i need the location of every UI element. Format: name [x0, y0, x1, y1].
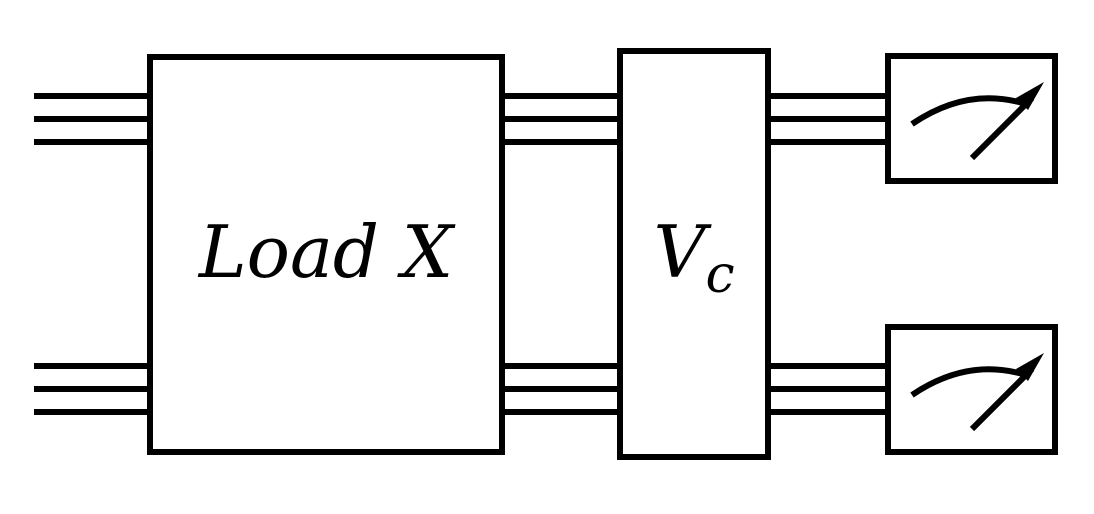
load-block-label: Load X: [197, 210, 456, 294]
vc-label-sub: c: [705, 245, 734, 305]
vc-label-main: V: [653, 210, 712, 294]
meter-bottom: [885, 324, 1058, 455]
input-bus-bottom: [34, 363, 150, 415]
vc-block: Vc: [617, 48, 771, 460]
load-block: Load X: [147, 54, 505, 455]
input-bus-top: [34, 93, 150, 145]
meter-icon: [910, 82, 1044, 161]
vc-block-label: Vc: [653, 210, 734, 305]
mid-bus-top: [502, 93, 620, 145]
output-bus-top: [768, 93, 888, 145]
meter-icon: [910, 353, 1044, 432]
mid-bus-bottom: [502, 363, 620, 415]
meter-top: [885, 53, 1058, 184]
output-bus-bottom: [768, 363, 888, 415]
